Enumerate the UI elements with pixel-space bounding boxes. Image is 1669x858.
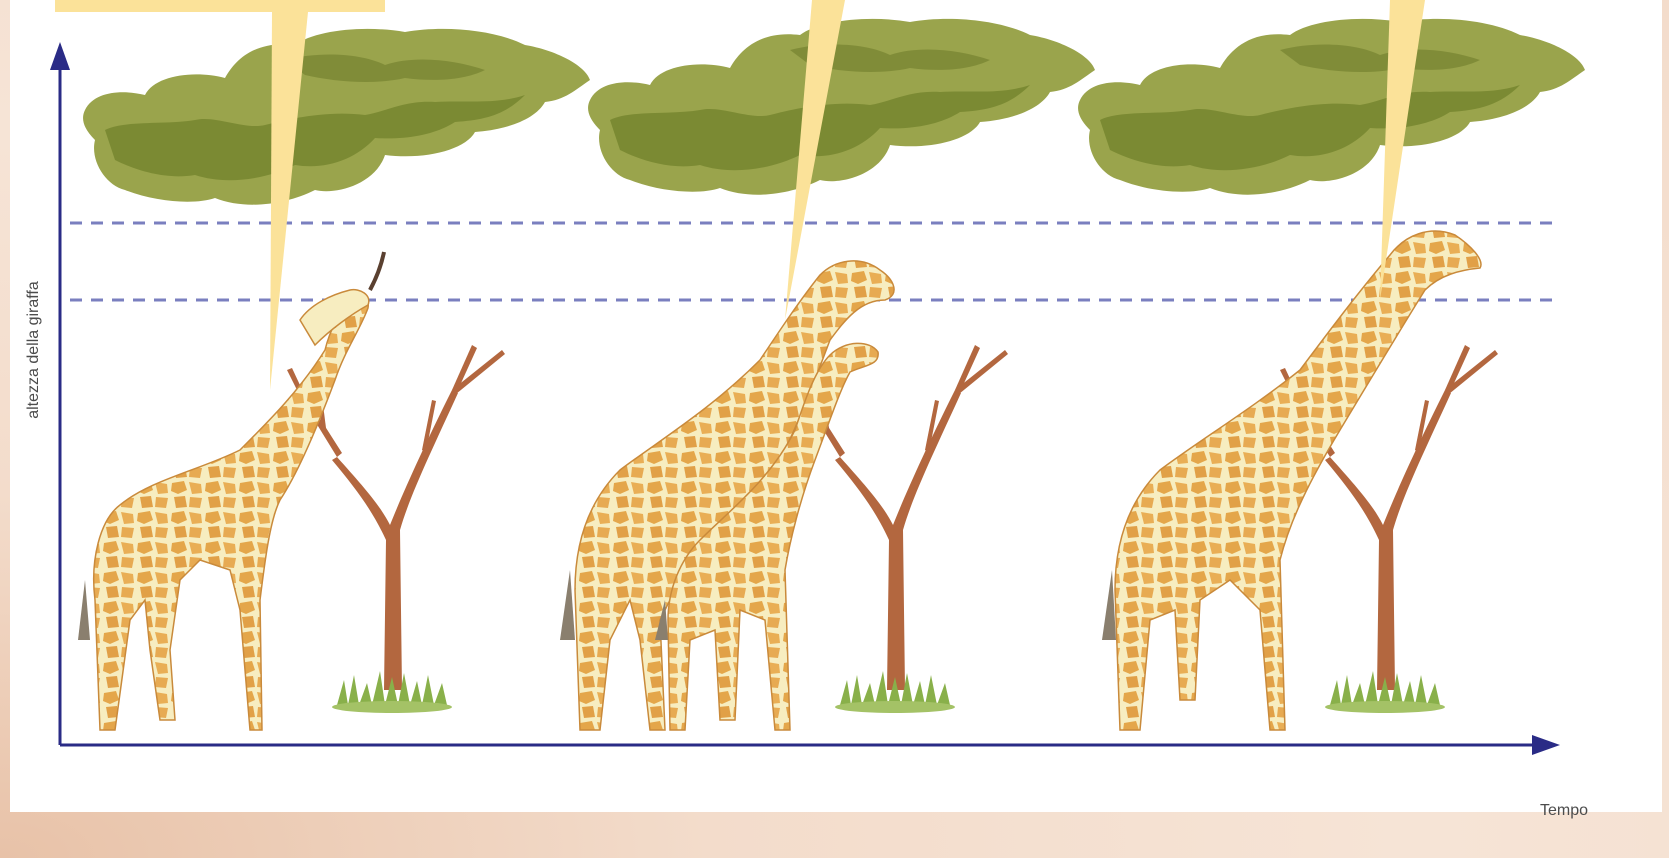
stage-1	[78, 12, 590, 730]
tree-canopy	[588, 19, 1095, 195]
callout-box	[55, 0, 385, 12]
grass-tuft	[332, 671, 452, 713]
giraffe	[1102, 231, 1481, 730]
x-axis-label: Tempo	[1540, 802, 1588, 820]
stage-3	[1078, 0, 1585, 730]
grass-tuft	[1325, 671, 1445, 713]
x-axis-arrow	[1532, 735, 1560, 755]
tree-canopy	[1078, 19, 1585, 195]
tree-canopy	[83, 29, 590, 205]
stage-2	[560, 0, 1095, 730]
y-axis-label: altezza della giraffa	[25, 281, 43, 419]
y-axis-label-wrap: altezza della giraffa	[22, 180, 46, 520]
y-axis-arrow	[50, 42, 70, 70]
callout-pointer	[270, 12, 308, 390]
grass-tuft	[835, 671, 955, 713]
giraffe	[78, 252, 384, 730]
